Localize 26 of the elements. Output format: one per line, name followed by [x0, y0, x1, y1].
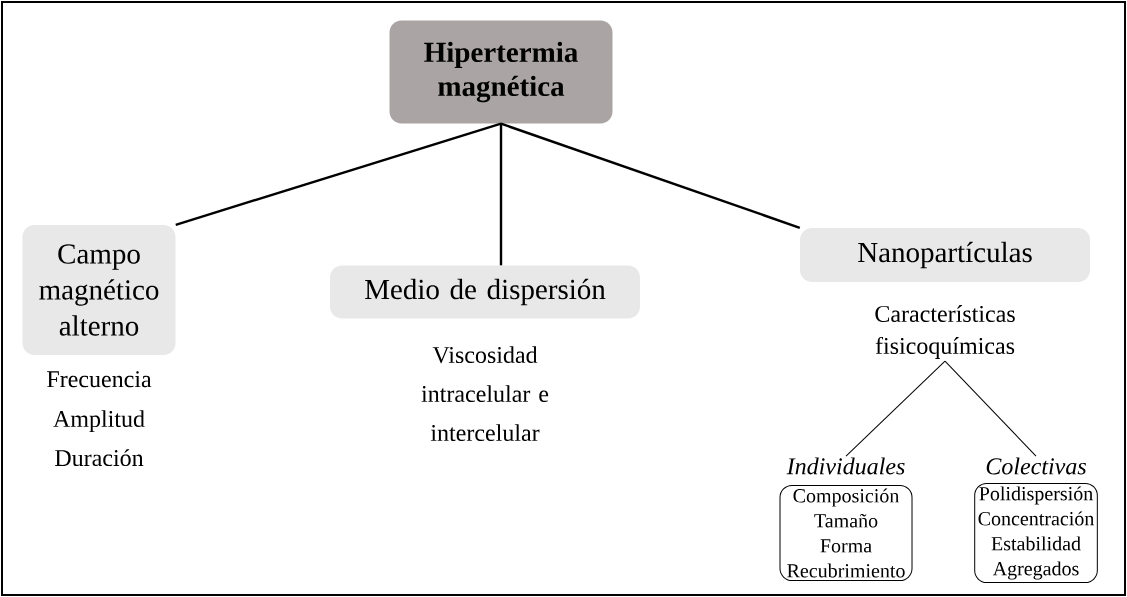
connector-line	[500, 122, 801, 229]
node-label: Agregados	[992, 561, 1079, 580]
category-box: Campo magnético alterno	[22, 225, 176, 355]
description-text: Viscosidad intracelular e intercelular	[421, 346, 549, 442]
item-list-box: Polidispersión Concentración Estabilidad Agregados	[974, 482, 1098, 584]
category-box: Nanopartículas	[800, 228, 1090, 282]
node-label: Recubrimiento	[787, 563, 905, 578]
group-heading: Colectivas	[986, 457, 1086, 475]
list-item: Frecuencia	[47, 371, 152, 388]
connector-line	[499, 123, 503, 266]
node-label: Tamaño	[814, 513, 878, 528]
item-list-box: Composición Tamaño Forma Recubrimiento	[779, 484, 913, 582]
title-box: Hipertermia magnética	[389, 20, 613, 124]
node-label: Forma	[820, 539, 872, 553]
connector-line	[845, 360, 946, 457]
list-item: Amplitud	[53, 410, 145, 432]
list-item: Duración	[55, 449, 144, 467]
node-label: Estabilidad	[991, 536, 1081, 551]
connector-line	[175, 122, 502, 226]
group-heading: Individuales	[786, 457, 905, 475]
subheading: Características fisicoquímicas	[875, 305, 1015, 359]
node-label: Concentración	[978, 511, 1095, 526]
category-box: Medio de dispersión	[330, 265, 640, 319]
node-label: Polidispersión	[979, 486, 1093, 505]
connector-line	[944, 360, 1037, 457]
node-label: Composición	[793, 488, 900, 507]
